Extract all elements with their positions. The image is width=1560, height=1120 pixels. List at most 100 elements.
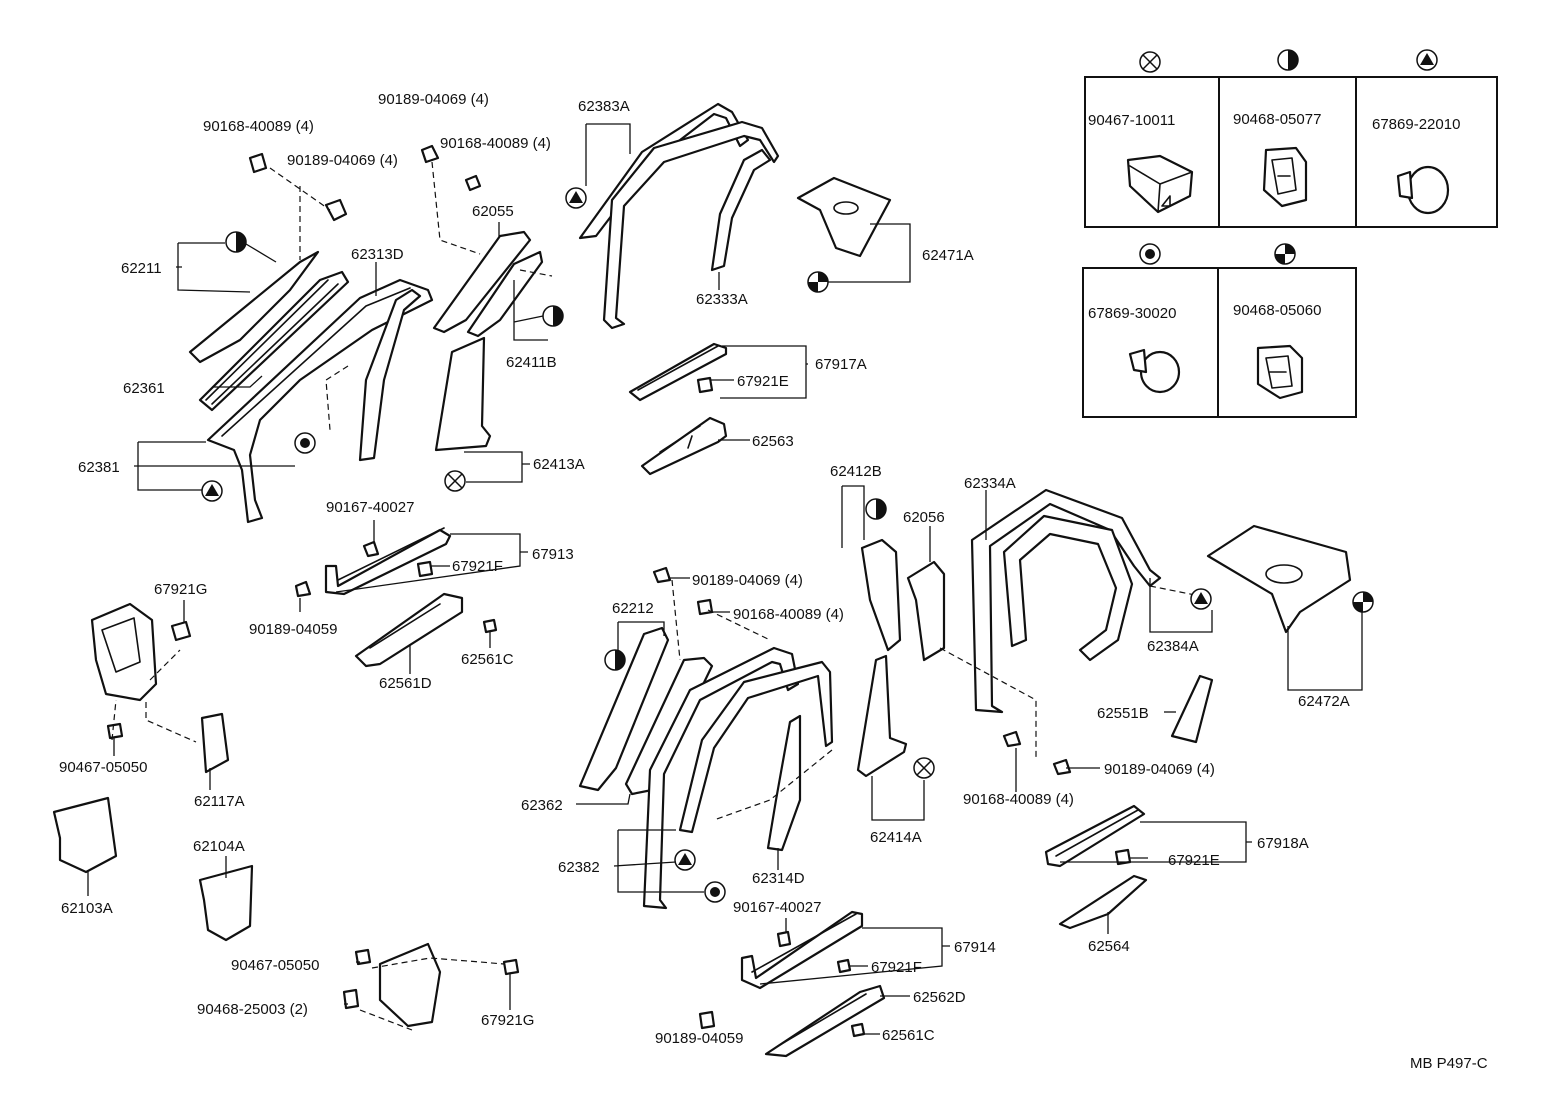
triangle-circle-icon	[1416, 49, 1438, 71]
rear-quarter-trim-inner	[1002, 514, 1134, 662]
cross-circle-icon	[1139, 51, 1161, 73]
part-label: 62361	[123, 380, 165, 397]
b-pillar-upper-inner-trim	[466, 250, 544, 338]
part-label: 62562D	[913, 989, 966, 1006]
pillar-weatherstrip	[198, 270, 350, 412]
rear-pillar-garnish	[578, 626, 670, 792]
dot-circle-icon	[1139, 243, 1161, 265]
part-labels: 90168-40089 (4) 90189-04069 (4) 90189-04…	[59, 91, 1488, 1072]
part-label: 67921F	[871, 959, 922, 976]
rear-inner-trim	[678, 660, 834, 834]
triangle-circle-icon	[1190, 588, 1212, 610]
c-pillar-upper-trim	[860, 538, 902, 652]
legend-part-label: 67869-22010	[1372, 116, 1460, 133]
half-circle-icon	[1277, 49, 1299, 71]
center-pillar-strip	[358, 288, 422, 462]
part-label: 90168-40089 (4)	[203, 118, 314, 135]
clip-drawing	[1256, 344, 1304, 400]
scuff-plate-cover	[354, 592, 464, 668]
legend-part-label: 90468-05077	[1233, 111, 1321, 128]
package-tray-panel	[1206, 524, 1352, 634]
cross-circle-icon	[444, 470, 466, 492]
clip-drawing	[1262, 146, 1308, 208]
kick-panel-rear	[198, 864, 254, 942]
b-pillar-upper-trim	[432, 230, 532, 334]
part-label: 62055	[472, 203, 514, 220]
quarter-pillar-strip	[766, 714, 802, 852]
part-label: 62382	[558, 859, 600, 876]
kick-panel-lower	[52, 796, 118, 874]
part-label: 67921F	[452, 558, 503, 575]
part-label: 62413A	[533, 456, 585, 473]
part-label: 67918A	[1257, 835, 1309, 852]
part-label: 62381	[78, 459, 120, 476]
part-label: 90189-04069 (4)	[692, 572, 803, 589]
part-label: 67914	[954, 939, 996, 956]
rear-door-scuff-plate	[740, 910, 864, 990]
b-pillar-lower-trim	[434, 336, 492, 452]
part-label: 90168-40089 (4)	[963, 791, 1074, 808]
part-label: 62412B	[830, 463, 882, 480]
part-label: 90167-40027	[733, 899, 821, 916]
c-pillar-lower-trim	[856, 654, 908, 778]
leader-lines	[87, 123, 1363, 1035]
half-circle-icon	[542, 305, 564, 327]
push-rivet-drawing	[1396, 165, 1450, 215]
quarter-circle-icon	[1352, 591, 1374, 613]
part-label: 62384A	[1147, 638, 1199, 655]
part-label: 62103A	[61, 900, 113, 917]
triangle-circle-icon	[674, 849, 696, 871]
part-label: 67913	[532, 546, 574, 563]
part-label: 62414A	[870, 829, 922, 846]
part-label: 90467-05050	[231, 957, 319, 974]
part-label: 62333A	[696, 291, 748, 308]
dot-circle-icon	[704, 881, 726, 903]
scuff-plate-front	[628, 342, 728, 402]
cowl-side-trim	[90, 602, 158, 702]
quarter-circle-icon	[807, 271, 829, 293]
part-label: 62314D	[752, 870, 805, 887]
part-label: 62104A	[193, 838, 245, 855]
part-label: 62561C	[882, 1027, 935, 1044]
windshield-pillar-garnish	[188, 250, 320, 364]
half-circle-icon	[865, 498, 887, 520]
part-label: 67921E	[1168, 852, 1220, 869]
cowl-cover	[200, 712, 230, 774]
cross-circle-icon	[913, 757, 935, 779]
legend-part-label: 90467-10011	[1088, 112, 1175, 129]
rear-scuff-plate-cover	[764, 984, 886, 1058]
part-label: 67917A	[815, 356, 867, 373]
front-pillar-assembly	[52, 102, 892, 1028]
rear-pillar-trim-strip	[710, 148, 772, 272]
part-label: 90167-40027	[326, 499, 414, 516]
part-label: 90189-04069 (4)	[378, 91, 489, 108]
part-label: 90168-40089 (4)	[733, 606, 844, 623]
part-label: 62561D	[379, 675, 432, 692]
part-label: 62411B	[506, 354, 557, 371]
part-label: 67921E	[737, 373, 789, 390]
rear-side-trim-piece	[1170, 674, 1214, 744]
part-label: 67921G	[154, 581, 207, 598]
push-rivet-drawing	[1128, 348, 1181, 394]
part-label: 62561C	[461, 651, 514, 668]
side-cover-panel	[378, 942, 442, 1028]
step-cover-rear	[1058, 874, 1148, 930]
part-label: 62471A	[922, 247, 974, 264]
quarter-circle-icon	[1274, 243, 1296, 265]
dot-circle-icon	[294, 432, 316, 454]
part-label: 62313D	[351, 246, 404, 263]
legend-part-label: 67869-30020	[1088, 305, 1176, 322]
part-label: 90189-04059	[249, 621, 337, 638]
part-label: 62362	[521, 797, 563, 814]
part-label: 62472A	[1298, 693, 1350, 710]
part-label: 62334A	[964, 475, 1016, 492]
half-circle-icon	[225, 231, 247, 253]
fasteners	[106, 144, 1132, 1038]
c-pillar-inner-trim	[906, 560, 946, 662]
upper-rear-panel	[796, 176, 892, 258]
part-label: 62564	[1088, 938, 1130, 955]
part-label: 90468-25003 (2)	[197, 1001, 308, 1018]
half-circle-icon	[604, 649, 626, 671]
step-cover-front	[640, 416, 728, 476]
